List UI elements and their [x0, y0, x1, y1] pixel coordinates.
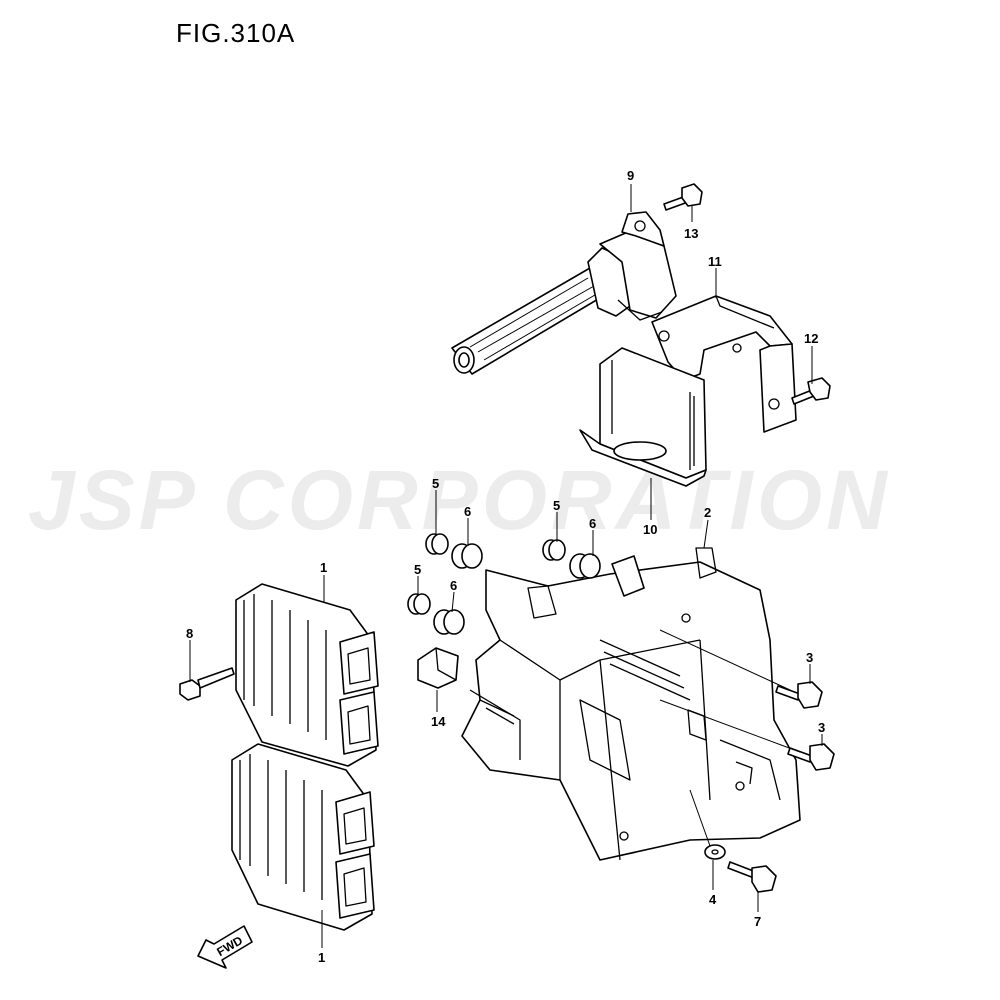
leader-lines: [189, 184, 823, 948]
callout-6: 6: [450, 578, 457, 593]
bolt-3a: [775, 681, 823, 709]
clip-14: [417, 647, 459, 689]
callout-12: 12: [804, 331, 818, 346]
collar-5c: [407, 593, 431, 615]
callout-5: 5: [432, 476, 439, 491]
callout-9: 9: [627, 168, 634, 183]
callout-7: 7: [754, 914, 761, 929]
bolt-12: [791, 377, 831, 405]
callout-8: 8: [186, 626, 193, 641]
watermark: JSP CORPORATION: [28, 453, 891, 547]
callout-10: 10: [643, 522, 657, 537]
callout-13: 13: [684, 226, 698, 241]
bolt-7: [727, 861, 777, 893]
callout-14: 14: [431, 714, 446, 729]
fwd-arrow-icon: [197, 925, 253, 969]
callout-11: 11: [708, 254, 722, 269]
callout-5: 5: [553, 498, 560, 513]
collar-5a: [425, 533, 449, 555]
callout-labels: 9 13 11 12 10 5 6 5 6 2 1 5 6 8 14 3 3 4…: [186, 168, 825, 965]
regulator-1a: [235, 583, 379, 767]
callout-3: 3: [818, 720, 825, 735]
callout-1: 1: [318, 950, 325, 965]
callout-6: 6: [589, 516, 596, 531]
callout-3: 3: [806, 650, 813, 665]
callout-4: 4: [709, 892, 717, 907]
grommet-6c: [433, 609, 465, 635]
grommet-6b: [569, 553, 601, 579]
bolt-13: [663, 183, 703, 211]
cover-10: [579, 347, 707, 487]
grommet-6a: [451, 543, 483, 569]
regulator-1b: [231, 743, 375, 931]
bracket-11: [651, 295, 797, 433]
ignition-coil: [451, 211, 677, 375]
bolt-8: [179, 667, 235, 701]
washer-4: [704, 844, 726, 860]
bolt-3b: [787, 743, 835, 771]
main-bracket-2: [461, 547, 801, 861]
callout-5: 5: [414, 562, 421, 577]
callout-2: 2: [704, 505, 711, 520]
callout-1: 1: [320, 560, 327, 575]
figure-title: FIG.310A: [176, 18, 296, 48]
callout-6: 6: [464, 504, 471, 519]
collar-5b: [542, 539, 566, 561]
